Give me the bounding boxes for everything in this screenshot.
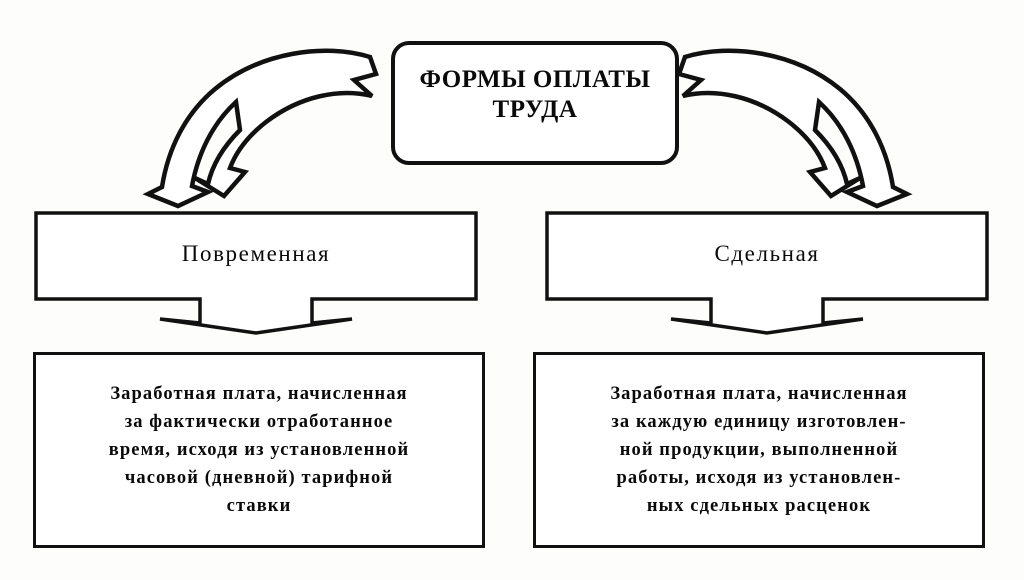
curved-arrow-down-left-icon: [142, 48, 379, 209]
title-text: ФОРМЫ ОПЛАТЫ ТРУДА: [419, 66, 651, 123]
branch-outline-with-arrow-right: [545, 211, 989, 335]
branch-box-povremennaya: Повременная: [34, 211, 478, 335]
description-box-povremennaya: Заработная плата, начисленная за фактиче…: [33, 352, 485, 548]
branch-shape-right: [545, 211, 989, 335]
branch-outline-with-arrow-left: [34, 211, 478, 335]
branch-box-sdelnaya: Сдельная: [545, 211, 989, 335]
curved-arrow-left-path: [142, 48, 379, 209]
description-box-sdelnaya: Заработная плата, начисленная за каждую …: [533, 352, 985, 548]
curved-arrow-right-path: [676, 48, 913, 209]
description-text-right: Заработная плата, начисленная за каждую …: [610, 383, 908, 517]
title-box: ФОРМЫ ОПЛАТЫ ТРУДА: [391, 41, 679, 165]
description-text-left: Заработная плата, начисленная за фактиче…: [108, 383, 410, 517]
curved-arrow-down-right-icon: [676, 48, 913, 209]
branch-shape-left: [34, 211, 478, 335]
